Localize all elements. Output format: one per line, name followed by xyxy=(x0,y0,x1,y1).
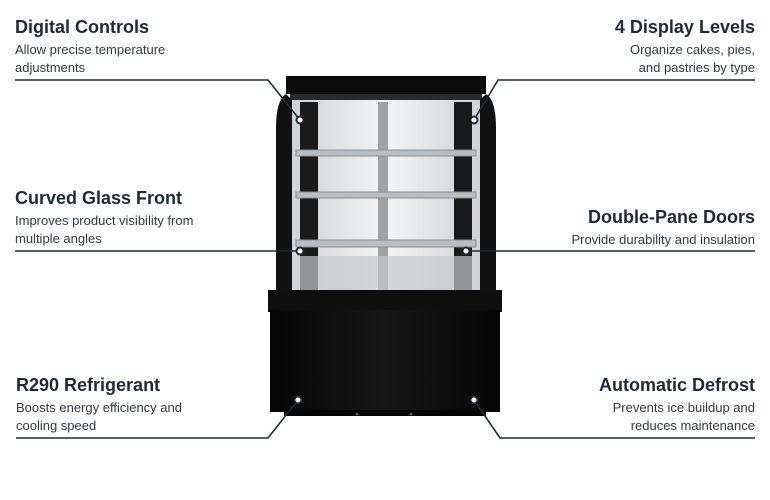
callout-description: Improves product visibility from multipl… xyxy=(15,213,194,246)
right-frame xyxy=(480,94,496,310)
top-trim xyxy=(290,94,482,100)
callout-digital-controls: Digital Controls Allow precise temperatu… xyxy=(15,16,275,77)
callout-refrigerant: R290 Refrigerant Boosts energy efficienc… xyxy=(16,374,276,435)
leader-digital-controls xyxy=(15,79,301,121)
callout-defrost: Automatic Defrost Prevents ice buildup a… xyxy=(495,374,755,435)
callout-description: Allow precise temperature adjustments xyxy=(15,42,166,75)
callout-display-levels: 4 Display Levels Organize cakes, pies, a… xyxy=(495,16,755,77)
callout-curved-glass: Curved Glass Front Improves product visi… xyxy=(15,187,275,248)
callout-title: Digital Controls xyxy=(15,17,149,37)
foot-dot xyxy=(409,412,413,416)
bakery-display-case-icon xyxy=(268,76,502,416)
left-frame xyxy=(276,94,292,310)
callout-description: Prevents ice buildup and reduces mainten… xyxy=(612,400,755,433)
dot-double-pane xyxy=(461,246,471,256)
callout-dots xyxy=(293,115,479,405)
shelf-1 xyxy=(295,149,477,157)
callout-title: Double-Pane Doors xyxy=(587,207,755,227)
leader-refrigerant xyxy=(16,399,299,439)
base-cabinet xyxy=(270,310,500,412)
callout-description: Boosts energy efficiency and cooling spe… xyxy=(16,400,182,433)
dot-defrost xyxy=(469,395,479,405)
leader-lines xyxy=(15,79,755,439)
shelf-2 xyxy=(295,191,477,199)
callout-double-pane: Double-Pane Doors Provide durability and… xyxy=(495,206,755,249)
dot-curved-glass xyxy=(295,246,305,256)
callout-title: Curved Glass Front xyxy=(15,188,183,208)
base-foot xyxy=(284,410,486,416)
callout-title: 4 Display Levels xyxy=(614,17,755,37)
base-top xyxy=(268,290,502,312)
callout-description: Provide durability and insulation xyxy=(571,232,755,247)
center-divider xyxy=(378,102,388,307)
dot-display-levels xyxy=(469,115,479,125)
callout-title: Automatic Defrost xyxy=(598,375,755,395)
leader-display-levels xyxy=(473,79,755,121)
shelf-3 xyxy=(295,239,477,248)
callout-title: R290 Refrigerant xyxy=(16,375,161,395)
dot-digital-controls xyxy=(295,115,305,125)
top-cap xyxy=(286,76,486,94)
callout-description: Organize cakes, pies, and pastries by ty… xyxy=(629,42,755,75)
leader-defrost xyxy=(473,399,755,439)
dot-refrigerant xyxy=(293,395,303,405)
foot-dot xyxy=(355,412,359,416)
